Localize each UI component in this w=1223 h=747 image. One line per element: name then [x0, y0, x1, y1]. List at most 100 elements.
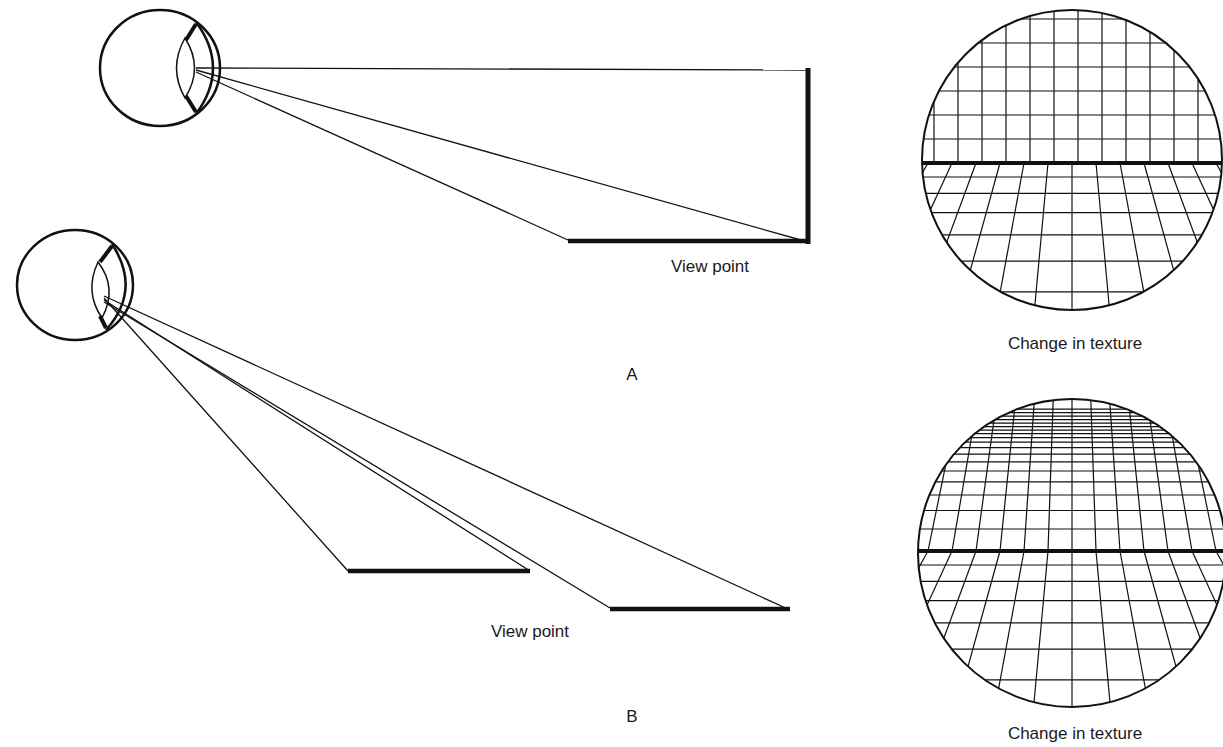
texture-line — [1192, 551, 1223, 715]
texture-line — [880, 163, 952, 320]
texture-line — [1168, 551, 1223, 715]
wall-surface — [806, 68, 811, 244]
texture-line — [912, 138, 1223, 139]
texture-line — [912, 90, 1223, 91]
texture-line — [902, 234, 1223, 235]
iris — [100, 246, 112, 328]
texture-line — [1120, 551, 1150, 715]
texture-line — [902, 543, 1223, 544]
view-circle — [918, 399, 1223, 707]
horizon-line — [922, 161, 1222, 165]
texture-line — [912, 18, 1223, 19]
texture-line — [902, 564, 1223, 565]
texture-line — [641, 551, 808, 715]
texture-line — [994, 551, 1024, 715]
texture-line — [902, 412, 1223, 413]
sight-line — [196, 68, 808, 70]
texture-line — [915, 551, 976, 715]
texture-line — [880, 390, 924, 551]
texture-line — [1071, 163, 1072, 320]
texture-line — [912, 114, 1223, 115]
texture-line — [902, 461, 1223, 462]
texture-line — [902, 430, 1223, 431]
texture-line — [902, 476, 1223, 477]
texture-line — [902, 470, 1223, 471]
texture-line — [902, 193, 1223, 194]
texture-line — [610, 163, 784, 320]
floor-surface — [568, 239, 810, 244]
caption-label: Change in texture — [1008, 725, 1142, 744]
texture-line — [902, 494, 1223, 495]
texture-line — [957, 163, 1000, 320]
texture-line — [902, 409, 1223, 410]
texture-line — [533, 163, 736, 320]
texture-line — [720, 551, 856, 715]
texture-line — [902, 418, 1223, 419]
texture-line — [1033, 551, 1048, 715]
texture-line — [902, 291, 1223, 292]
texture-line — [572, 163, 760, 320]
horizon-line — [918, 549, 1223, 553]
texture-line — [912, 42, 1223, 43]
caption-label: Change in texture — [1008, 335, 1142, 354]
texture-b — [524, 390, 1223, 747]
texture-line — [902, 622, 1223, 623]
sight-line — [104, 302, 610, 608]
texture-line — [687, 163, 832, 320]
texture-line — [909, 0, 910, 163]
texture-line — [1144, 551, 1189, 715]
texture-line — [902, 442, 1223, 443]
sight-line — [104, 298, 348, 571]
sight-line — [104, 296, 790, 610]
texture-line — [1096, 551, 1111, 715]
texture-line — [902, 433, 1223, 434]
texture-line — [912, 66, 1223, 67]
texture-line — [902, 426, 1223, 427]
texture-line — [902, 261, 1223, 262]
view-circle — [922, 10, 1222, 310]
eyeball — [17, 230, 133, 340]
texture-line — [1144, 163, 1187, 320]
near-surface — [348, 569, 530, 574]
texture-line — [832, 390, 887, 551]
texture-line — [1216, 551, 1223, 715]
eye-b — [17, 230, 133, 340]
texture-line — [955, 551, 1000, 715]
texture-line — [902, 510, 1223, 511]
texture-line — [784, 390, 850, 551]
texture-line — [902, 453, 1223, 454]
texture-line — [736, 390, 813, 551]
texture-line — [1220, 390, 1223, 551]
texture-line — [759, 551, 880, 715]
texture-line — [902, 600, 1223, 601]
texture-line — [760, 390, 832, 551]
texture-line — [902, 416, 1223, 417]
texture-a — [533, 0, 1223, 623]
texture-line — [837, 551, 928, 715]
texture-line — [902, 528, 1223, 529]
texture-line — [803, 163, 904, 320]
texture-line — [681, 551, 832, 715]
texture-line — [602, 551, 784, 715]
lens — [92, 262, 109, 318]
texture-line — [902, 447, 1223, 448]
texture-line — [726, 163, 856, 320]
sight-line — [196, 72, 568, 240]
far-surface — [610, 607, 790, 612]
texture-line — [1096, 163, 1110, 320]
texture-line — [902, 481, 1223, 482]
texture-line — [563, 551, 760, 715]
panel-letter: A — [626, 366, 637, 385]
texture-line — [1168, 163, 1223, 320]
texture-line — [649, 163, 808, 320]
panel-letter: B — [626, 708, 637, 727]
texture-line — [1201, 390, 1223, 551]
texture-line — [902, 176, 1223, 177]
texture-line — [902, 212, 1223, 213]
texture-line — [902, 679, 1223, 680]
sight-line — [196, 70, 808, 242]
caption-label: View point — [671, 258, 749, 277]
texture-line — [841, 163, 928, 320]
texture-line — [902, 327, 1223, 328]
